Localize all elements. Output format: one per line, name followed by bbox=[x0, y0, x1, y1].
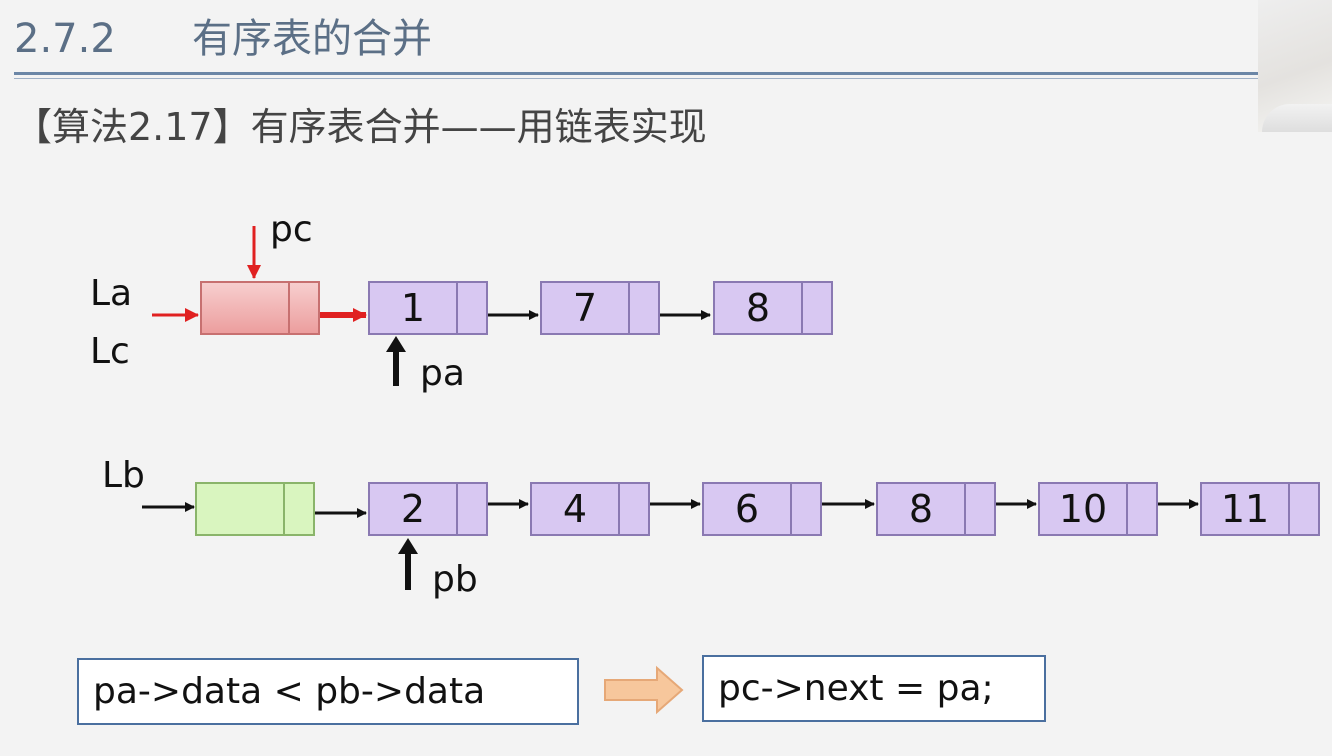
action-box: pc->next = pa; bbox=[702, 655, 1046, 722]
node-next bbox=[630, 283, 658, 333]
node-next bbox=[620, 484, 648, 534]
pa-label: pa bbox=[420, 353, 465, 394]
head-node-a bbox=[200, 281, 320, 335]
lb-label: Lb bbox=[102, 455, 145, 496]
list-node: 1 bbox=[368, 281, 488, 335]
pb-pointer-head bbox=[398, 538, 418, 554]
node-data bbox=[197, 484, 285, 534]
pa-pointer-head bbox=[386, 336, 406, 352]
section-heading: 2.7.2 有序表的合并 bbox=[14, 6, 432, 64]
head-node-b bbox=[195, 482, 315, 536]
node-data: 8 bbox=[715, 283, 803, 333]
node-next bbox=[1128, 484, 1156, 534]
algorithm-title: 【算法2.17】有序表合并——用链表实现 bbox=[14, 105, 707, 149]
condition-box: pa->data < pb->data bbox=[77, 658, 579, 725]
node-data: 8 bbox=[878, 484, 966, 534]
node-next bbox=[458, 283, 486, 333]
list-node: 6 bbox=[702, 482, 822, 536]
implication-arrow-icon bbox=[604, 665, 684, 715]
node-data: 1 bbox=[370, 283, 458, 333]
node-data: 2 bbox=[370, 484, 458, 534]
webcam-object bbox=[1262, 104, 1332, 132]
node-data: 6 bbox=[704, 484, 792, 534]
list-node: 8 bbox=[713, 281, 833, 335]
heading-rule-thin bbox=[14, 78, 1258, 79]
list-node: 4 bbox=[530, 482, 650, 536]
list-node: 10 bbox=[1038, 482, 1158, 536]
pc-label: pc bbox=[270, 209, 313, 250]
list-node: 8 bbox=[876, 482, 996, 536]
la-label: La bbox=[90, 273, 133, 314]
node-next bbox=[458, 484, 486, 534]
heading-rule bbox=[14, 72, 1258, 75]
section-number: 2.7.2 bbox=[14, 16, 116, 62]
node-data: 11 bbox=[1202, 484, 1290, 534]
node-next bbox=[792, 484, 820, 534]
node-next bbox=[803, 283, 831, 333]
node-next bbox=[1290, 484, 1318, 534]
list-node: 11 bbox=[1200, 482, 1320, 536]
lc-label: Lc bbox=[90, 331, 130, 372]
list-node: 7 bbox=[540, 281, 660, 335]
node-data: 7 bbox=[542, 283, 630, 333]
node-data bbox=[202, 283, 290, 333]
pb-label: pb bbox=[432, 559, 478, 600]
node-data: 4 bbox=[532, 484, 620, 534]
node-next bbox=[290, 283, 318, 333]
node-next bbox=[285, 484, 313, 534]
list-node: 2 bbox=[368, 482, 488, 536]
section-title: 有序表的合并 bbox=[192, 16, 432, 62]
node-data: 10 bbox=[1040, 484, 1128, 534]
node-next bbox=[966, 484, 994, 534]
